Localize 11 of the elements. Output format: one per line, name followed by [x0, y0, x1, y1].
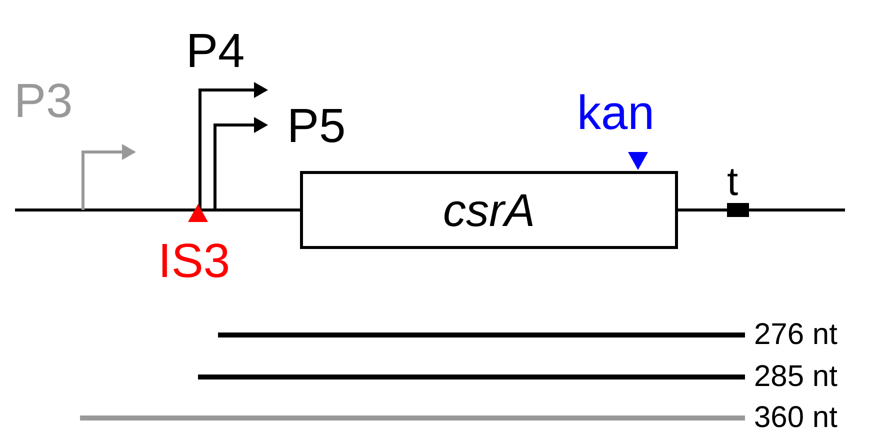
label: 360 nt [754, 403, 838, 433]
gene-box [300, 171, 678, 249]
label: t [727, 162, 738, 202]
label: P4 [186, 28, 245, 76]
label: kan [577, 90, 654, 138]
label: 285 nt [754, 362, 838, 392]
label: P3 [14, 78, 73, 126]
label: 276 nt [754, 320, 838, 350]
label: IS3 [158, 238, 230, 286]
label: P5 [287, 103, 346, 151]
gene-name: csrA [443, 187, 535, 233]
